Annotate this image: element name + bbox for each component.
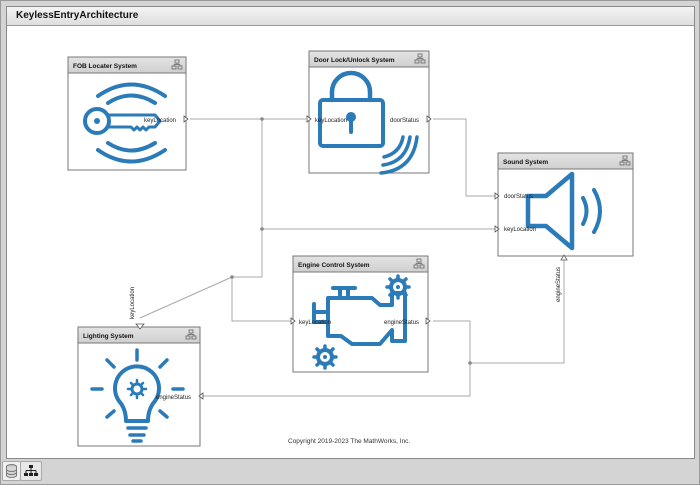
port-out-icon[interactable] — [425, 317, 431, 325]
port-label: doorStatus — [390, 118, 419, 124]
port-out-icon[interactable] — [183, 115, 189, 123]
port-label: keyLocation — [315, 118, 347, 124]
copyright-text: Copyright 2019-2023 The MathWorks, Inc. — [288, 438, 410, 445]
port-label: doorStatus — [504, 194, 533, 200]
diagram-title: KeylessEntryArchitecture — [16, 10, 139, 21]
junction-dot — [260, 227, 264, 231]
wire-engine-to-lighting — [203, 363, 471, 397]
port-in-icon[interactable] — [198, 392, 204, 400]
component-title: Sound System — [503, 159, 548, 166]
port-in-icon[interactable] — [494, 192, 500, 200]
port-label: keyLocation — [130, 287, 136, 319]
component-fob-locater[interactable]: FOB Locater System keyLocation — [67, 56, 189, 171]
component-title: Door Lock/Unlock System — [314, 57, 395, 64]
port-in-icon[interactable] — [560, 254, 568, 261]
wire-keylocation-to-engine — [231, 229, 292, 322]
junction-dot — [260, 117, 264, 121]
padlock-icon — [318, 70, 419, 175]
component-sound-system[interactable]: Sound System doorStatus keyLocation engi… — [494, 152, 634, 302]
port-in-icon[interactable] — [494, 225, 500, 233]
speaker-icon — [525, 171, 602, 251]
wire-door-to-sound — [433, 118, 495, 197]
component-title: FOB Locater System — [73, 63, 137, 70]
hierarchy-icon[interactable] — [20, 461, 42, 481]
port-label: keyLocation — [144, 118, 176, 124]
port-in-icon[interactable] — [290, 317, 296, 325]
tree-icon — [24, 465, 38, 476]
port-label: engineStatus — [384, 320, 419, 326]
component-lighting-system[interactable]: Lighting System keyLocation engineStatus — [77, 287, 204, 447]
lightbulb-icon — [90, 348, 185, 443]
wire-engine-to-sound — [433, 260, 565, 364]
engine-icon — [312, 274, 411, 370]
component-title: Lighting System — [83, 333, 134, 340]
port-label: engineStatus — [556, 267, 562, 302]
port-label: keyLocation — [504, 227, 536, 233]
wire-keylocation-to-lighting — [139, 276, 233, 319]
component-engine-control[interactable]: Engine Control System keyLocation engine… — [290, 255, 431, 373]
component-door-lock[interactable]: Door Lock/Unlock System keyLocation door… — [306, 50, 432, 175]
diagram-titlebar: KeylessEntryArchitecture — [7, 7, 694, 26]
component-title: Engine Control System — [298, 262, 370, 269]
port-out-icon[interactable] — [426, 115, 432, 123]
junction-dot — [468, 361, 472, 365]
port-label: keyLocation — [299, 320, 331, 326]
key-icon — [83, 82, 167, 164]
port-in-icon[interactable] — [135, 323, 145, 330]
database-icon — [6, 464, 17, 478]
model-data-icon[interactable] — [2, 461, 21, 481]
port-label: engineStatus — [156, 395, 191, 401]
port-in-icon[interactable] — [306, 115, 312, 123]
junction-dot — [230, 275, 234, 279]
